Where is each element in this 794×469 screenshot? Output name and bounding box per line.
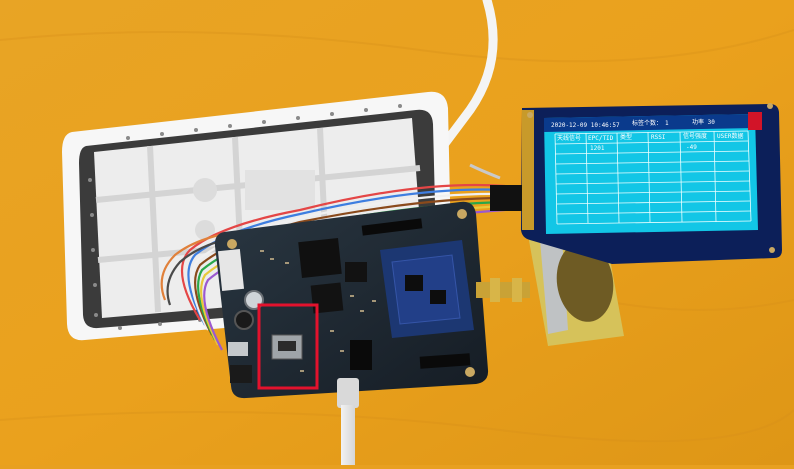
lcd-header-0: 天线信号 xyxy=(557,135,582,142)
lcd-header-5: USER数据 xyxy=(717,133,744,140)
white-usb-cable xyxy=(435,0,498,155)
usb-port xyxy=(228,342,248,356)
white-connector xyxy=(217,248,245,292)
main-chip xyxy=(298,238,342,278)
dc-jack xyxy=(230,365,252,383)
lcd-module xyxy=(490,104,782,264)
lcd-datetime: 2020-12-09 10:46:57 xyxy=(551,122,620,129)
lcd-header-1: EPC/TID xyxy=(588,135,614,142)
usb-c-cable xyxy=(337,378,359,465)
main-pcb xyxy=(214,201,489,399)
lcd-mode: 功率 30 xyxy=(692,119,715,126)
lcd-cell-rssi: -49 xyxy=(686,144,697,151)
sma-connector xyxy=(476,278,530,302)
desk-wood-grain xyxy=(0,29,794,443)
highlight-box xyxy=(257,303,319,390)
lcd-header-4: 信号强度 xyxy=(683,133,708,140)
lcd-tag-count-label: 标签个数： xyxy=(632,120,663,127)
lcd-red-tab xyxy=(748,112,762,130)
lcd-cell-epc: 1201 xyxy=(590,145,605,152)
lcd-screen xyxy=(544,114,758,234)
lcd-tag-count: 1 xyxy=(665,120,669,127)
lcd-header-3: RSSI xyxy=(651,134,666,141)
lcd-header-2: 类型 xyxy=(620,134,633,141)
buzzer xyxy=(234,310,254,330)
